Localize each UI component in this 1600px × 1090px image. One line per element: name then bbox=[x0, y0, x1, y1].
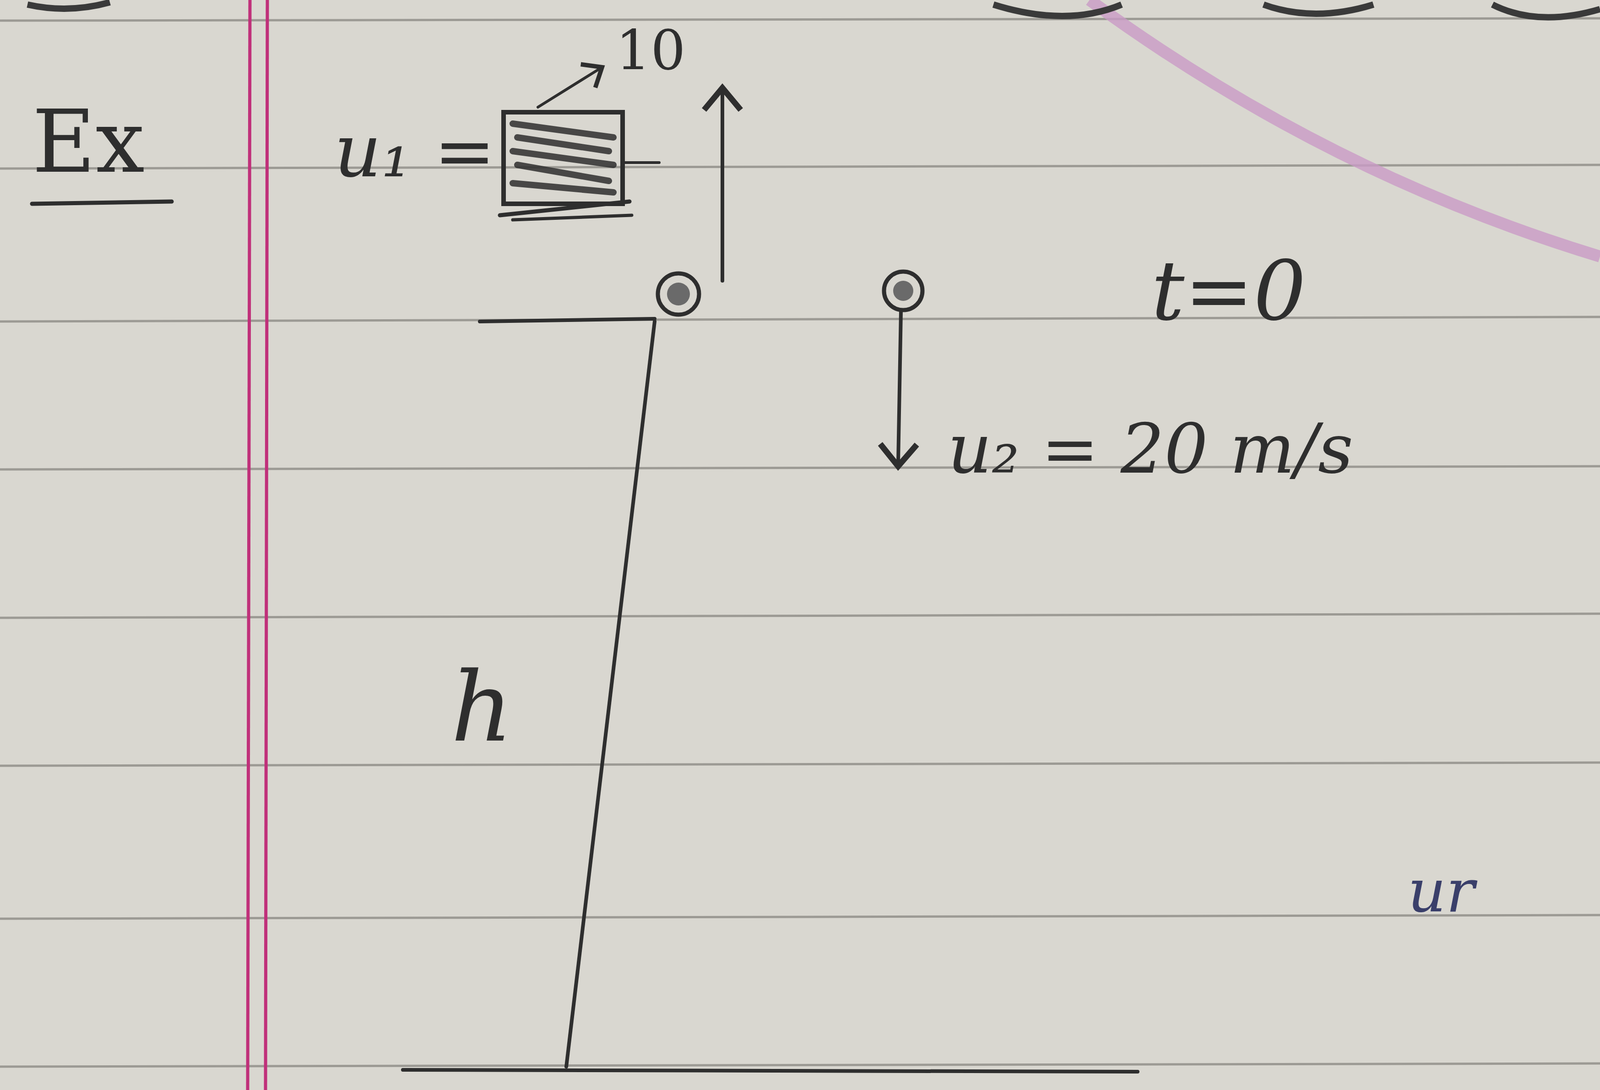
velocity-label: u₂ = 20 m/s bbox=[947, 414, 1354, 483]
example-mark: Ex bbox=[32, 98, 145, 186]
ink-drawing bbox=[32, 68, 1138, 1072]
pink-arc bbox=[1089, 0, 1600, 257]
margin-lines bbox=[247, 0, 268, 1090]
partial-note: ur bbox=[1407, 860, 1475, 921]
velocity-value: 10 bbox=[615, 22, 686, 78]
height-label: h bbox=[450, 659, 513, 756]
time-label: t=0 bbox=[1151, 249, 1307, 332]
velocity-label: u₁ = bbox=[334, 114, 496, 188]
top-circles bbox=[27, 2, 1600, 18]
ruled-lines bbox=[0, 18, 1600, 1067]
